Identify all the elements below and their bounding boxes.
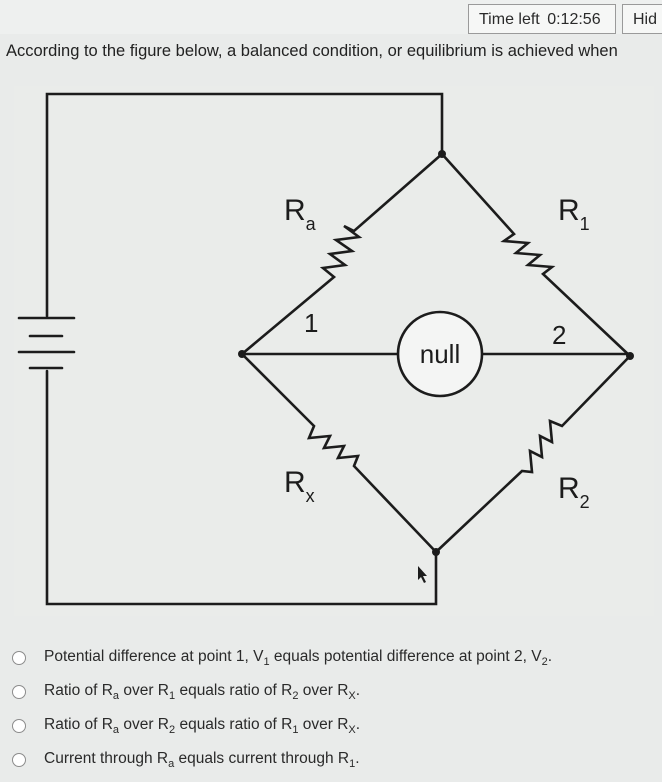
null-detector-circle <box>396 310 484 398</box>
resistor-r2 <box>434 354 632 554</box>
label-r1: R1 <box>558 194 590 234</box>
cursor-icon <box>418 566 427 583</box>
circuit-diagram: Ra R1 Rx R2 1 2 null <box>17 92 634 606</box>
option-label: Ratio of Ra over R1 equals ratio of R2 o… <box>44 682 361 703</box>
label-point-2: 2 <box>552 320 566 350</box>
wire-bottom <box>45 369 438 606</box>
answer-options: Potential difference at point 1, V1 equa… <box>12 640 652 776</box>
option-label: Ratio of Ra over R2 equals ratio of R1 o… <box>44 716 361 737</box>
node-right <box>626 352 634 360</box>
radio-button[interactable] <box>12 719 26 733</box>
question-text: According to the figure below, a balance… <box>6 42 618 60</box>
node-left <box>238 350 246 358</box>
option-2[interactable]: Ratio of Ra over R1 equals ratio of R2 o… <box>12 674 652 708</box>
time-left-label: Time left <box>479 11 540 28</box>
label-ra: Ra <box>284 194 317 234</box>
hide-timer-button[interactable]: Hid <box>622 4 662 34</box>
time-left-display: Time left 0:12:56 <box>468 4 616 34</box>
resistor-ra <box>240 152 444 356</box>
option-3[interactable]: Ratio of Ra over R2 equals ratio of R1 o… <box>12 708 652 742</box>
radio-button[interactable] <box>12 651 26 665</box>
radio-button[interactable] <box>12 685 26 699</box>
node-bottom <box>432 548 440 556</box>
time-left-value: 0:12:56 <box>547 11 601 28</box>
option-1[interactable]: Potential difference at point 1, V1 equa… <box>12 640 652 674</box>
node-top <box>438 150 446 158</box>
radio-button[interactable] <box>12 753 26 767</box>
label-r2: R2 <box>558 472 590 512</box>
label-null: null <box>420 339 460 369</box>
label-rx: Rx <box>284 466 315 506</box>
option-4[interactable]: Current through Ra equals current throug… <box>12 742 652 776</box>
resistor-r1 <box>440 152 632 358</box>
option-label: Current through Ra equals current throug… <box>44 750 360 771</box>
resistor-rx <box>240 352 438 554</box>
label-point-1: 1 <box>304 308 318 338</box>
option-label: Potential difference at point 1, V1 equa… <box>44 648 553 669</box>
wire-top <box>45 92 444 318</box>
wheatstone-bridge-figure: Ra R1 Rx R2 1 2 null <box>14 86 654 616</box>
